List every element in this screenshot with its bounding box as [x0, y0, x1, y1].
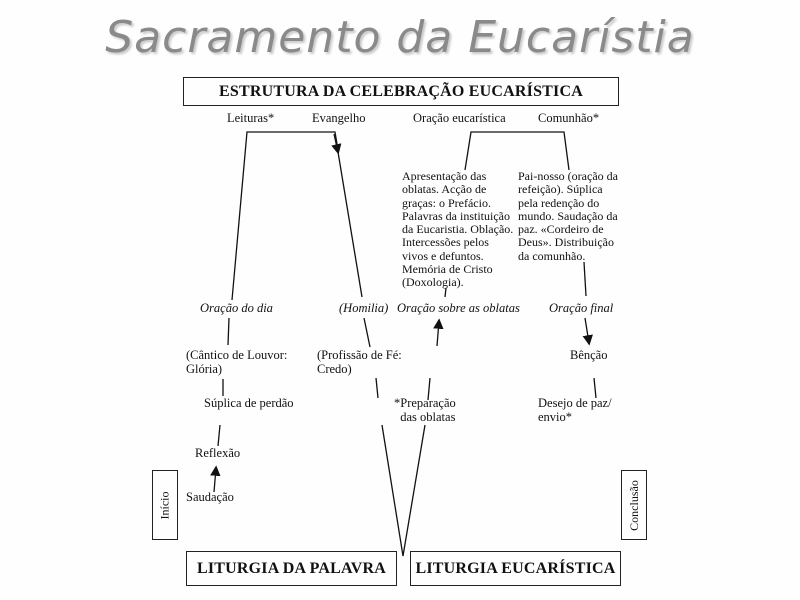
step-cantico: (Cântico de Louvor: Glória): [186, 348, 288, 376]
label-evangelho: Evangelho: [312, 111, 366, 125]
label-oracao-eucaristica: Oração eucarística: [413, 111, 506, 125]
step-reflexao: Reflexão: [195, 446, 241, 460]
step-preparacao: *Preparação das oblatas: [394, 396, 456, 424]
label-oracao-oblatas: Oração sobre as oblatas: [397, 301, 520, 315]
conclusao-box: Conclusão: [621, 470, 647, 540]
eucharistic-prayer-text: Apresentação das oblatas. Acção de graça…: [402, 169, 514, 290]
v-junction: [381, 424, 426, 557]
gospel-line: [337, 151, 363, 298]
label-oracao-dia: Oração do dia: [200, 301, 273, 315]
step-bencao: Bênção: [570, 348, 608, 362]
communion-text: Pai-nosso (oração da refeição). Súplica …: [518, 169, 618, 263]
step-desejo: Desejo de paz/ envio*: [538, 396, 612, 424]
eucharist-bracket: [464, 131, 570, 171]
label-comunhao: Comunhão*: [538, 111, 600, 125]
label-homilia: (Homilia): [339, 301, 389, 315]
conclusao-label: Conclusão: [626, 479, 641, 531]
inicio-label: Início: [157, 491, 172, 519]
page-title: Sacramento da Eucarístia: [105, 12, 695, 63]
step-suplica: Súplica de perdão: [204, 396, 294, 410]
label-leituras: Leituras*: [227, 111, 275, 125]
step-profissao: (Profissão de Fé: Credo): [317, 348, 402, 376]
liturgia-palavra-box: LITURGIA DA PALAVRA: [186, 551, 397, 586]
liturgia-eucaristica-box: LITURGIA EUCARÍSTICA: [410, 551, 621, 586]
heading-box: ESTRUTURA DA CELEBRAÇÃO EUCARÍSTICA: [183, 77, 619, 106]
step-saudacao: Saudação: [186, 490, 234, 504]
inicio-box: Início: [152, 470, 178, 540]
label-oracao-final: Oração final: [549, 301, 614, 315]
readings-bracket: [231, 131, 339, 301]
